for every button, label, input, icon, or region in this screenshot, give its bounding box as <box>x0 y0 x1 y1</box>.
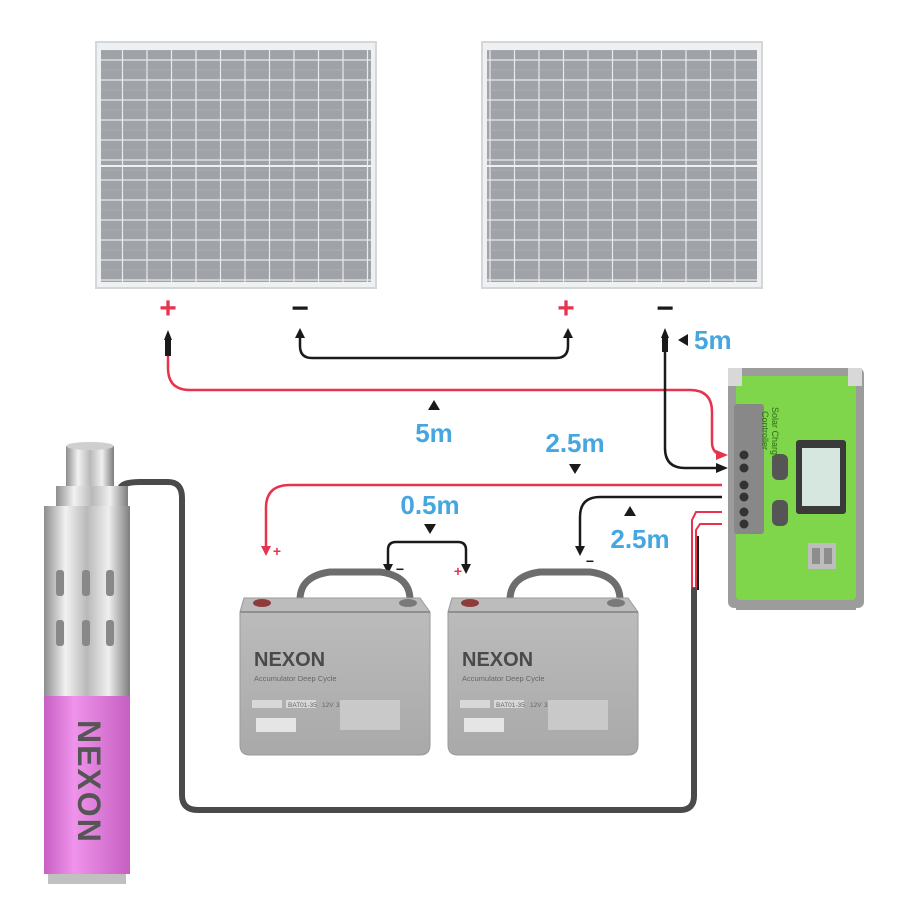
controller-label-line2: Controller <box>760 411 770 450</box>
battery-negative-wire <box>578 495 722 548</box>
panel-positive-wire <box>166 338 726 457</box>
panel-negative-wire <box>663 340 722 470</box>
panel-left-minus-sign: − <box>291 292 309 325</box>
svg-text:BAT01-35: BAT01-35 <box>496 702 525 709</box>
solar-panel-right <box>481 41 763 289</box>
svg-text:NEXON: NEXON <box>462 649 533 671</box>
svg-text:12V: 12V <box>530 702 542 709</box>
solar-panel-left <box>95 41 377 289</box>
controller-label: Solar Charge <box>770 407 780 460</box>
battery-right: NEXON Accumulator Deep Cycle BAT01-35 12… <box>447 568 639 756</box>
battery-left-plus-mark: + <box>273 543 281 559</box>
svg-text:12V: 12V <box>322 702 334 709</box>
distance-label-battery-plus-run: 2.5m <box>545 428 605 474</box>
svg-text:Accumulator Deep Cycle: Accumulator Deep Cycle <box>462 674 545 683</box>
svg-text:NEXON: NEXON <box>254 649 325 671</box>
submersible-pump: NEXON <box>44 442 130 884</box>
battery-left: NEXON Accumulator Deep Cycle BAT01-35 12… <box>239 568 431 756</box>
battery-link-plus-mark: + <box>454 563 462 579</box>
panel-left-plus-sign: + <box>159 292 177 325</box>
svg-text:BAT01-35: BAT01-35 <box>288 702 317 709</box>
solar-charge-controller: Solar Charge Controller <box>728 368 864 610</box>
svg-text:5m: 5m <box>415 418 453 448</box>
svg-text:0.5m: 0.5m <box>400 490 459 520</box>
pump-lead-wires <box>691 511 722 590</box>
panel-right-minus-sign: − <box>656 292 674 325</box>
distance-label-battery-minus-run: 2.5m <box>610 506 670 554</box>
svg-text:2.5m: 2.5m <box>545 428 604 458</box>
battery-link-minus-mark: − <box>396 561 404 577</box>
panel-right-plus-sign: + <box>557 292 575 325</box>
distance-label-battery-link: 0.5m <box>400 490 460 534</box>
panel-series-link-wire <box>298 332 570 360</box>
battery-right-minus-mark: − <box>586 553 594 569</box>
svg-text:2.5m: 2.5m <box>610 524 669 554</box>
distance-label-panel-to-controller: 5m <box>415 400 453 448</box>
pump-cable <box>117 479 697 813</box>
svg-text:Accumulator Deep Cycle: Accumulator Deep Cycle <box>254 674 337 683</box>
battery-link-wire <box>386 540 468 566</box>
battery-positive-wire <box>264 483 722 548</box>
distance-label-controller-lead: 5m <box>678 325 732 355</box>
pump-brand: NEXON <box>71 720 107 844</box>
svg-text:5m: 5m <box>694 325 732 355</box>
